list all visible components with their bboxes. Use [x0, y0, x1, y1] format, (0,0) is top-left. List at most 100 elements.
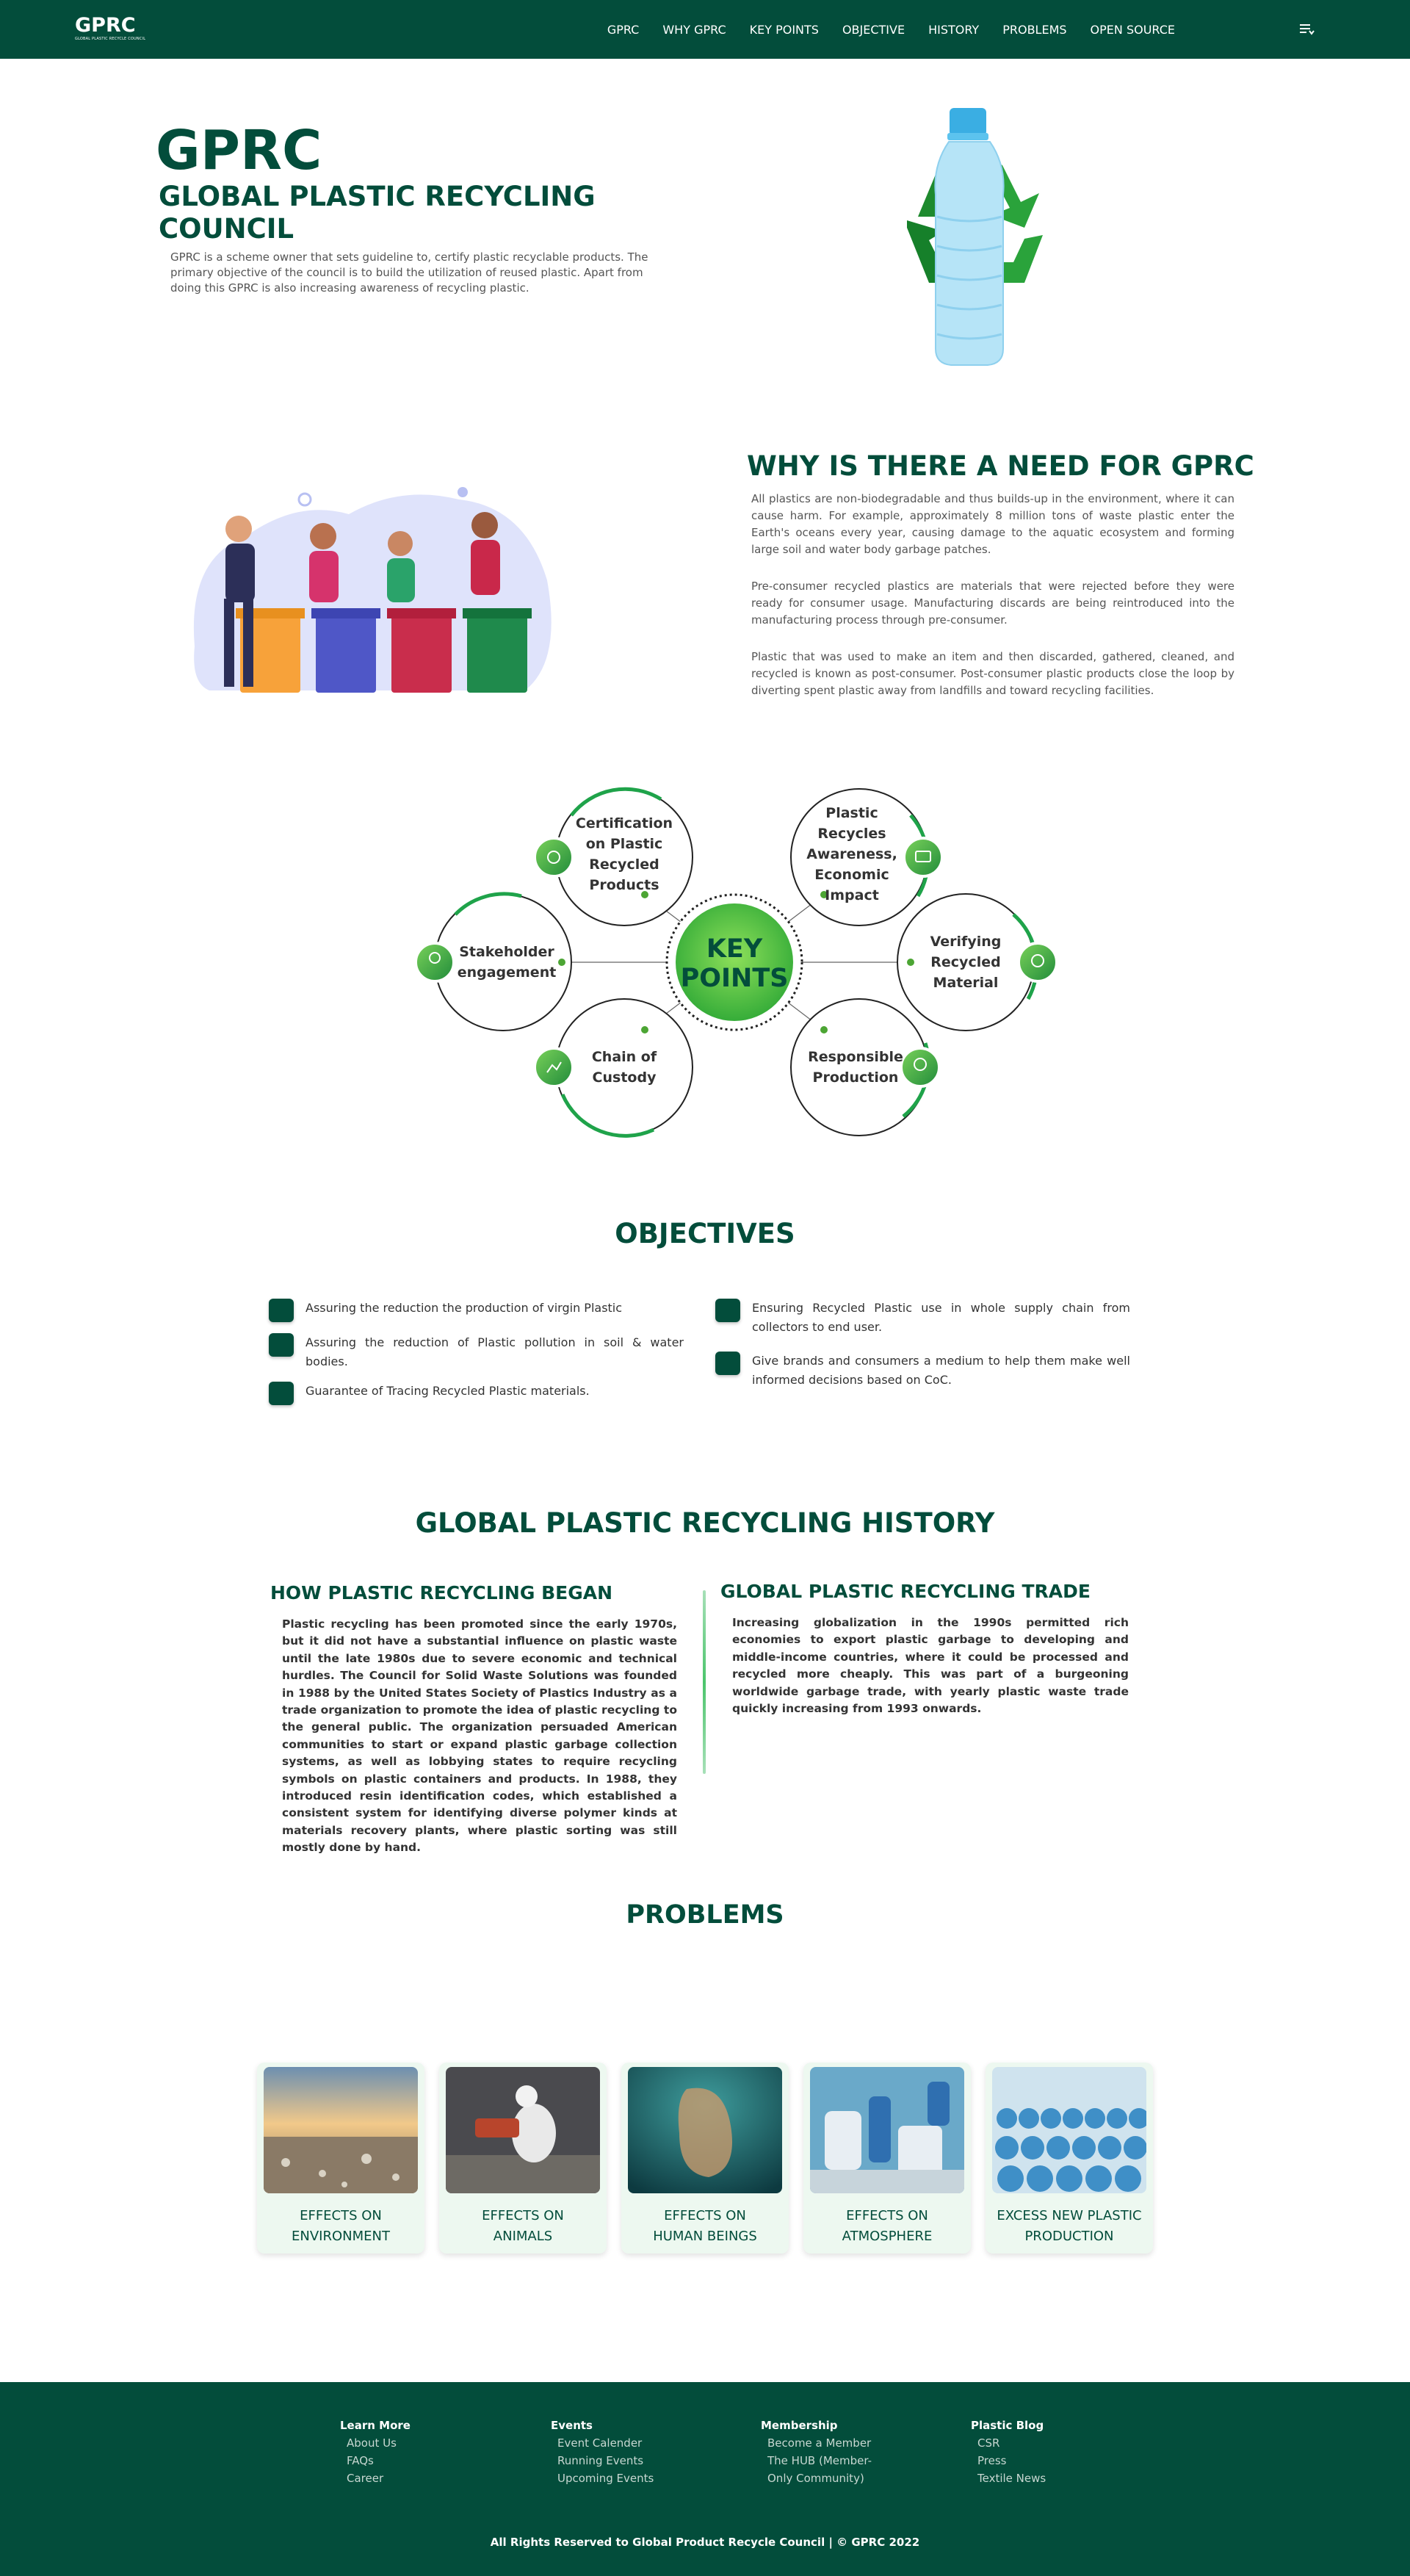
bottle-production-line-image [992, 2067, 1146, 2193]
hero-description: GPRC is a scheme owner that sets guideli… [170, 250, 648, 295]
nav-link-open-source[interactable]: OPEN SOURCE [1090, 22, 1175, 37]
problem-card-label: EFFECTS ON ANIMALS [439, 2206, 607, 2247]
nav-link-gprc[interactable]: GPRC [607, 22, 640, 37]
footer-col-membership: Membership Become a Member The HUB (Memb… [761, 2417, 872, 2487]
footer-link-textile-news[interactable]: Textile News [977, 2472, 1046, 2485]
key-points-connectors [414, 787, 1058, 1138]
objective-item: Guarantee of Tracing Recycled Plastic ma… [269, 1382, 684, 1405]
problem-card-line1: EFFECTS ON [664, 2208, 746, 2223]
problem-card-environment[interactable]: EFFECTS ON ENVIRONMENT [257, 2063, 424, 2254]
problem-card-line2: ANIMALS [493, 2229, 553, 2244]
objective-text: Ensuring Recycled Plastic use in whole s… [752, 1301, 1130, 1334]
need-paragraph: Plastic that was used to make an item an… [751, 650, 1234, 697]
footer-link-about-us[interactable]: About Us [347, 2436, 397, 2450]
problem-card-excess-production[interactable]: EXCESS NEW PLASTIC PRODUCTION [986, 2063, 1153, 2254]
problem-card-line1: EXCESS NEW PLASTIC [997, 2208, 1142, 2223]
history-left-heading: HOW PLASTIC RECYCLING BEGAN [270, 1582, 613, 1603]
footer-link-become-member[interactable]: Become a Member [767, 2436, 872, 2450]
objective-bullet [269, 1382, 294, 1405]
footer-link-csr[interactable]: CSR [977, 2436, 1000, 2450]
footer-copyright: All Rights Reserved to Global Product Re… [490, 2536, 920, 2549]
key-points-center-line1: KEY [706, 934, 763, 964]
objective-bullet [269, 1333, 294, 1357]
problem-card-label: EFFECTS ON ENVIRONMENT [257, 2206, 424, 2247]
nav-link-history[interactable]: HISTORY [928, 22, 980, 37]
menu-icon[interactable] [1298, 21, 1315, 37]
problem-card-line1: EFFECTS ON [482, 2208, 564, 2223]
logo-text: GPRC [75, 14, 136, 37]
footer-link-the-hub-cont[interactable]: Only Community) [767, 2472, 864, 2485]
key-points-center-label: KEY POINTS [668, 934, 800, 993]
problem-card-label: EFFECTS ON ATMOSPHERE [803, 2206, 971, 2247]
key-point-stakeholder: Stakeholder engagement [457, 944, 557, 981]
top-navbar: GPRC GLOBAL PLASTIC RECYCLE COUNCIL GPRC… [0, 0, 1410, 59]
nav-link-why-gprc[interactable]: WHY GPRC [662, 22, 726, 37]
objective-bullet [715, 1299, 740, 1322]
history-title: GLOBAL PLASTIC RECYCLING HISTORY [415, 1507, 995, 1539]
objective-text: Give brands and consumers a medium to he… [752, 1354, 1130, 1387]
history-divider [703, 1590, 706, 1774]
footer-heading: Learn More [340, 2419, 411, 2432]
key-point-chain-of-custody: Chain of Custody [591, 1049, 657, 1086]
need-paragraph: All plastics are non-biodegradable and t… [751, 492, 1234, 556]
objective-item: Assuring the reduction the production of… [269, 1299, 684, 1322]
key-point-verifying: Verifying Recycled Material [930, 934, 1002, 991]
history-right-heading: GLOBAL PLASTIC RECYCLING TRADE [720, 1581, 1091, 1602]
nav-link-objective[interactable]: OBJECTIVE [842, 22, 905, 37]
nav-links: GPRC WHY GPRC KEY POINTS OBJECTIVE HISTO… [584, 0, 1175, 59]
objective-bullet [269, 1299, 294, 1322]
hero-title: GPRC [156, 119, 322, 182]
problems-title: PROBLEMS [626, 1900, 784, 1930]
objective-text: Guarantee of Tracing Recycled Plastic ma… [306, 1384, 590, 1398]
history-left-text: Plastic recycling has been promoted sinc… [282, 1617, 677, 1855]
objective-item: Ensuring Recycled Plastic use in whole s… [715, 1299, 1130, 1337]
problem-card-label: EXCESS NEW PLASTIC PRODUCTION [986, 2206, 1153, 2247]
footer: Learn More About Us FAQs Career Events E… [0, 2382, 1410, 2576]
ocean-plastic-bag-image [628, 2067, 782, 2193]
footer-link-upcoming-events[interactable]: Upcoming Events [557, 2472, 654, 2485]
problem-card-line1: EFFECTS ON [846, 2208, 928, 2223]
problem-card-line1: EFFECTS ON [300, 2208, 382, 2223]
objectives-title: OBJECTIVES [615, 1218, 795, 1249]
key-points-center-line2: POINTS [680, 964, 789, 993]
footer-link-the-hub[interactable]: The HUB (Member- [767, 2454, 872, 2467]
footer-link-running-events[interactable]: Running Events [557, 2454, 644, 2467]
footer-heading: Membership [761, 2419, 838, 2432]
logo-subtitle: GLOBAL PLASTIC RECYCLE COUNCIL [75, 37, 146, 41]
need-paragraph: Pre-consumer recycled plastics are mater… [751, 580, 1234, 627]
footer-link-event-calender[interactable]: Event Calender [557, 2436, 643, 2450]
seagull-plastic-image [446, 2067, 600, 2193]
recycle-bottle-illustration [907, 108, 1043, 366]
objective-item: Give brands and consumers a medium to he… [715, 1352, 1130, 1390]
key-point-certification: Certification on Plastic Recycled Produc… [575, 815, 673, 893]
footer-col-events: Events Event Calender Running Events Upc… [551, 2417, 654, 2487]
problem-card-atmosphere[interactable]: EFFECTS ON ATMOSPHERE [803, 2063, 971, 2254]
problem-card-label: EFFECTS ON HUMAN BEINGS [621, 2206, 789, 2247]
nav-link-problems[interactable]: PROBLEMS [1002, 22, 1067, 37]
key-point-awareness: Plastic Recycles Awareness, Economic Imp… [806, 805, 897, 903]
problem-card-line2: ATMOSPHERE [842, 2229, 933, 2244]
objective-text: Assuring the reduction the production of… [306, 1301, 623, 1315]
problem-card-animals[interactable]: EFFECTS ON ANIMALS [439, 2063, 607, 2254]
objective-bullet [715, 1352, 740, 1375]
nav-link-key-points[interactable]: KEY POINTS [749, 22, 819, 37]
people-recycling-illustration [193, 487, 552, 693]
hero-subtitle: GLOBAL PLASTIC RECYCLING COUNCIL [159, 181, 596, 245]
footer-link-faqs[interactable]: FAQs [347, 2454, 374, 2467]
beach-pollution-image [264, 2067, 418, 2193]
problem-card-line2: ENVIRONMENT [292, 2229, 390, 2244]
key-point-responsible-production: Responsible Production [808, 1049, 903, 1086]
need-section-title: WHY IS THERE A NEED FOR GPRC [747, 450, 1254, 482]
footer-link-press[interactable]: Press [977, 2454, 1007, 2467]
plastic-waste-pile-image [810, 2067, 964, 2193]
problem-card-line2: PRODUCTION [1024, 2229, 1114, 2244]
problem-card-human-beings[interactable]: EFFECTS ON HUMAN BEINGS [621, 2063, 789, 2254]
footer-heading: Events [551, 2419, 593, 2432]
footer-heading: Plastic Blog [971, 2419, 1044, 2432]
footer-link-career[interactable]: Career [347, 2472, 384, 2485]
footer-col-plastic-blog: Plastic Blog CSR Press Textile News [971, 2417, 1046, 2487]
problem-card-line2: HUMAN BEINGS [653, 2229, 757, 2244]
key-points-diagram: KEY POINTS Certification on Plastic Recy… [397, 779, 1072, 1146]
gprc-logo[interactable]: GPRC GLOBAL PLASTIC RECYCLE COUNCIL [75, 15, 145, 44]
footer-col-learn-more: Learn More About Us FAQs Career [340, 2417, 411, 2487]
